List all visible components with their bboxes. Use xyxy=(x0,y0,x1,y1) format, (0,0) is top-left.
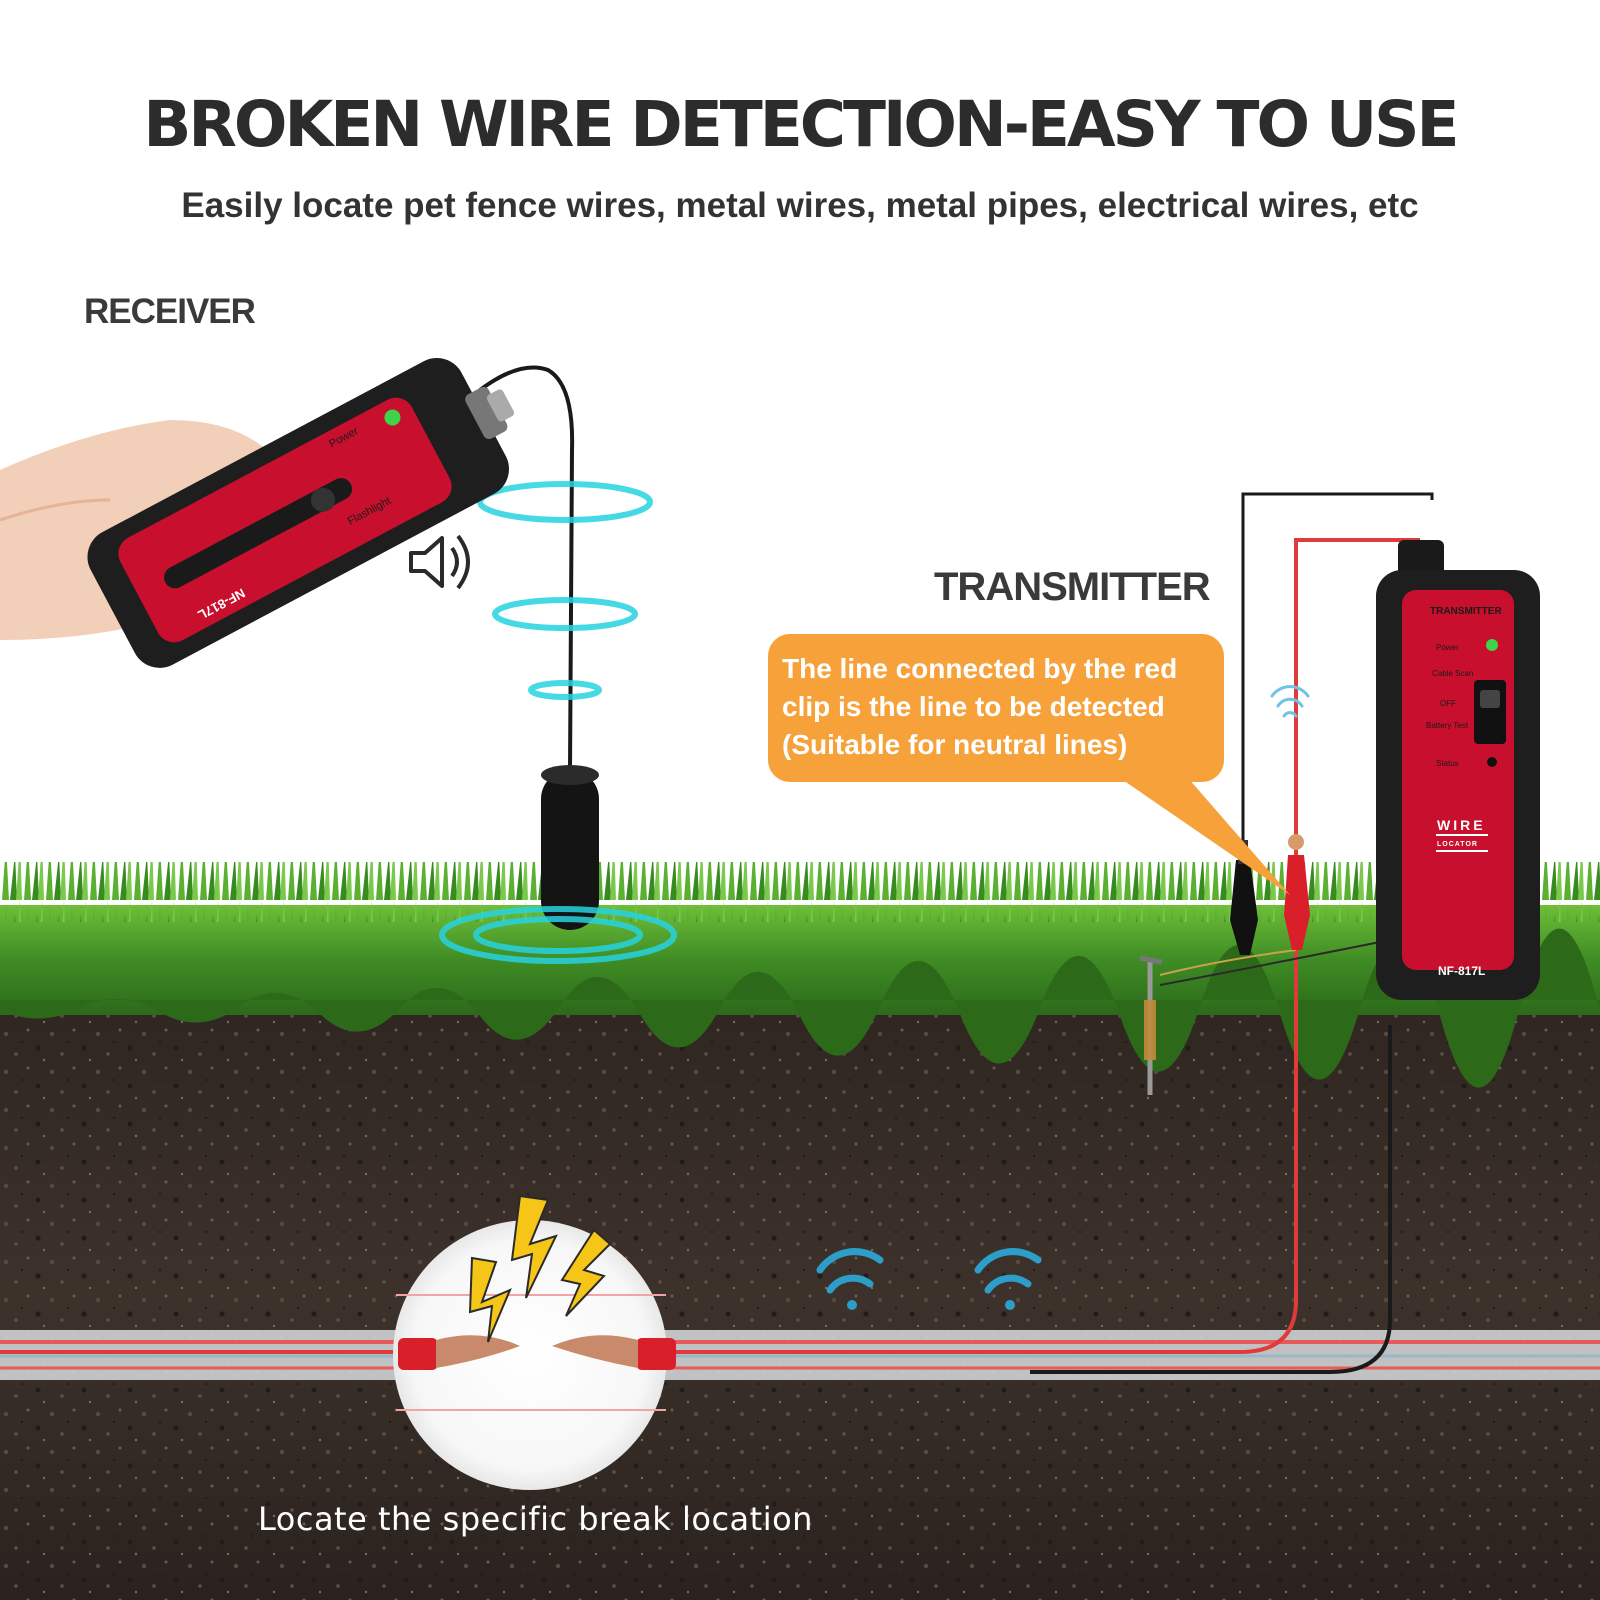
transmitter-label: TRANSMITTER xyxy=(934,565,1211,609)
transmitter-model-text: NF-817L xyxy=(1438,964,1485,978)
transmitter-panel-title: TRANSMITTER xyxy=(1430,606,1502,617)
black-return-wire xyxy=(1030,1025,1392,1374)
lightning-icon xyxy=(468,1194,612,1343)
tx-switch-label-1: Cable Scan xyxy=(1432,669,1473,678)
detection-rings xyxy=(439,481,677,964)
soil-layer xyxy=(0,1000,1600,1600)
receiver-label: RECEIVER xyxy=(84,292,256,331)
subheadline: Easily locate pet fence wires, metal wir… xyxy=(181,186,1419,225)
black-ground-wire xyxy=(1241,492,1434,905)
tx-switch-label-2: OFF xyxy=(1440,699,1456,708)
underground-cable xyxy=(0,1330,1600,1380)
break-spot xyxy=(393,1220,676,1490)
grass-layer xyxy=(0,862,1600,1088)
speaker-icon xyxy=(409,534,470,590)
transmitter-device: TRANSMITTER Power Cable Scan OFF Battery… xyxy=(1376,540,1540,1000)
callout-line-1: The line connected by the red xyxy=(782,653,1178,684)
tx-switch-label-0: Power xyxy=(1436,643,1459,652)
receiver-probe xyxy=(541,765,599,930)
transmitter-signal-icon xyxy=(1270,685,1310,718)
callout-line-2: clip is the line to be detected xyxy=(782,691,1165,722)
red-test-wire xyxy=(0,538,1420,1354)
headline: BROKEN WIRE DETECTION-EASY TO USE xyxy=(143,88,1459,161)
ground-stake xyxy=(1139,939,1391,1095)
callout-text: The line connected by the red clip is th… xyxy=(782,650,1232,764)
receiver-device: NF-817L Power Flashlight xyxy=(87,358,515,668)
break-caption: Locate the specific break location xyxy=(258,1500,813,1538)
callout-line-3: (Suitable for neutral lines) xyxy=(782,729,1128,760)
red-alligator-clip xyxy=(1284,834,1310,950)
callout-bubble xyxy=(768,634,1290,895)
tx-switch-label-3: Battery Test xyxy=(1426,721,1469,730)
transmitter-brand-top: WIRE xyxy=(1437,817,1486,833)
signal-wave-icon xyxy=(816,1248,1042,1310)
tx-switch-label-4: Status xyxy=(1436,759,1459,768)
probe-cable xyxy=(478,365,575,771)
transmitter-brand-bottom: LOCATOR xyxy=(1437,841,1478,848)
